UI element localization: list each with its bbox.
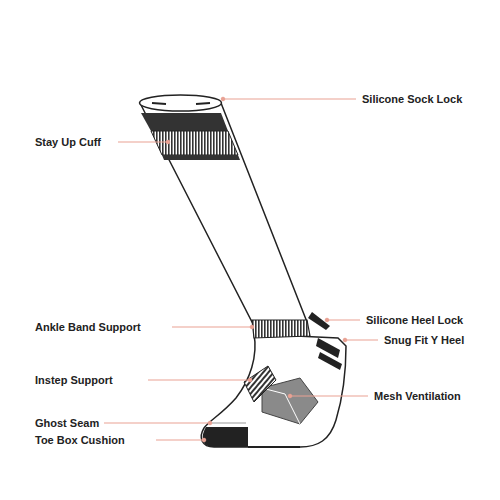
cuff-edge bbox=[162, 155, 240, 160]
sock-opening bbox=[140, 95, 222, 111]
part-label: Toe Box Cushion bbox=[35, 434, 125, 447]
sock-lock-mark bbox=[196, 103, 210, 104]
sock-foot bbox=[201, 334, 346, 447]
y-heel bbox=[308, 312, 330, 330]
ghost-seam bbox=[212, 423, 246, 424]
ankle-band bbox=[252, 320, 310, 338]
part-label: Stay Up Cuff bbox=[35, 136, 101, 149]
cuff-stripes bbox=[151, 131, 238, 155]
sock-lock-mark bbox=[152, 103, 166, 104]
leader-lines bbox=[104, 97, 378, 442]
part-label: Ankle Band Support bbox=[35, 321, 141, 334]
toe-box bbox=[203, 427, 248, 447]
part-label: Silicone Heel Lock bbox=[366, 314, 463, 327]
sole bbox=[248, 446, 300, 448]
part-label: Ghost Seam bbox=[35, 417, 99, 430]
sock-leg bbox=[140, 103, 307, 322]
mesh-seam bbox=[262, 388, 300, 424]
heel-lock bbox=[318, 352, 342, 370]
part-label: Instep Support bbox=[35, 374, 113, 387]
cuff-band bbox=[141, 113, 228, 131]
instep-band bbox=[244, 366, 276, 402]
part-label: Snug Fit Y Heel bbox=[384, 334, 464, 347]
part-label: Silicone Sock Lock bbox=[362, 93, 462, 106]
part-label: Mesh Ventilation bbox=[374, 390, 461, 403]
